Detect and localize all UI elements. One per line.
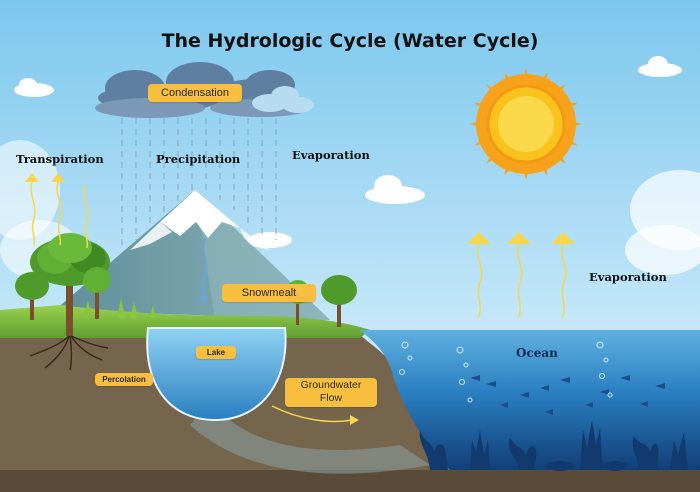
fish-icon — [470, 375, 665, 415]
ocean — [360, 330, 700, 470]
sun-ray — [470, 119, 487, 129]
sun-ray — [565, 119, 582, 129]
sun-ray — [537, 159, 548, 176]
sun-ray — [504, 159, 515, 176]
condensation-callout: Condensation — [148, 84, 242, 102]
coral-icon — [419, 420, 688, 471]
evaporation-label-right: Evaporation — [589, 270, 667, 284]
arrow-up-icon — [30, 181, 89, 249]
bubbles — [399, 341, 613, 403]
lake-callout: Lake — [196, 346, 236, 359]
groundwater-band — [190, 400, 430, 474]
transpiration-label: Transpiration — [16, 152, 104, 166]
sun-ray — [504, 72, 515, 89]
sun-ray — [561, 102, 578, 113]
precipitation-label: Precipitation — [156, 152, 241, 166]
sun-ray — [551, 84, 566, 99]
sun-ray — [486, 84, 501, 99]
snowmelt-callout: Snowmealt — [222, 284, 316, 302]
sun-ray — [561, 135, 578, 146]
page-title: The Hydrologic Cycle (Water Cycle) — [161, 30, 539, 52]
percolation-callout: Percolation — [95, 373, 153, 386]
snowmelt-stream — [201, 237, 208, 301]
tree-icon — [29, 233, 110, 371]
sun-ray — [474, 135, 491, 146]
tree-icon — [321, 275, 357, 327]
sun-ray — [537, 72, 548, 89]
groundwater-arrow — [271, 405, 353, 423]
groundwater-flow-callout: Groundwater Flow — [285, 378, 377, 407]
ocean-label: Ocean — [516, 346, 558, 360]
rain-streaks — [121, 118, 277, 250]
sun-ray — [551, 149, 566, 164]
arrow-up-icon — [477, 243, 567, 319]
shrubs — [84, 298, 156, 318]
tree-icon — [83, 267, 111, 319]
sun-ray — [521, 68, 531, 85]
tree-icon — [15, 272, 49, 320]
cloud-icon — [0, 56, 700, 280]
sun-ray — [474, 102, 491, 113]
evaporation-label-top: Evaporation — [292, 148, 370, 162]
sun-ray — [521, 163, 531, 180]
sun-ray — [486, 149, 501, 164]
sun-icon — [470, 68, 582, 180]
